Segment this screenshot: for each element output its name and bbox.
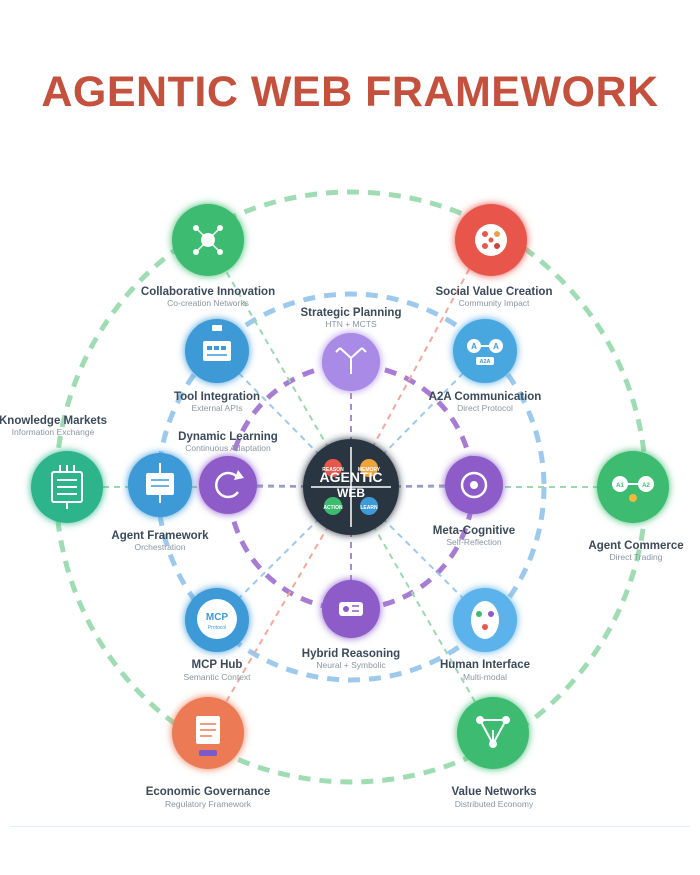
action-dot <box>324 497 342 515</box>
agent-exchange-icon: A A A2A <box>467 339 503 365</box>
sub-social-value-creation: Community Impact <box>459 298 530 308</box>
sub-a2a-communication: Direct Protocol <box>457 403 513 413</box>
a2a-badge: A2A <box>479 359 490 365</box>
target-ring-icon <box>460 471 488 499</box>
label-collaborative-innovation: Collaborative Innovation <box>141 286 275 298</box>
mcp-icon-sub: Protocol <box>208 625 226 631</box>
label-meta-cognitive: Meta-Cognitive <box>433 525 515 537</box>
sub-agent-framework: Orchestration <box>134 542 185 552</box>
label-hybrid-reasoning: Hybrid Reasoning <box>302 648 400 660</box>
label-a2a-communication: A2A Communication <box>429 391 542 403</box>
center-agentic-web: REASON MEMORY ACTION LEARN AGENTIC WEB <box>303 439 399 535</box>
label-strategic-planning: Strategic Planning <box>301 307 402 319</box>
label-value-networks: Value Networks <box>451 786 536 798</box>
node-collaborative-innovation: Collaborative Innovation Co-creation Net… <box>141 204 275 308</box>
center-title-line1: AGENTIC <box>320 469 383 485</box>
node-social-value-creation: Social Value Creation Community Impact <box>436 204 553 308</box>
agent-a-left: A <box>471 342 477 351</box>
agent-a-right: A <box>493 342 499 351</box>
ledger-document-icon <box>51 465 83 509</box>
node-knowledge-markets: Knowledge Markets Information Exchange <box>0 415 107 523</box>
sub-human-interface: Multi-modal <box>463 672 507 682</box>
sub-meta-cognitive: Self-Reflection <box>446 537 502 547</box>
sub-strategic-planning: HTN + MCTS <box>325 319 377 329</box>
tree-branch-icon <box>335 347 367 374</box>
learn-dot <box>360 497 378 515</box>
memory-label: MEMORY <box>358 467 381 473</box>
sub-dynamic-learning: Continuous Adaptation <box>185 443 271 453</box>
sub-economic-governance: Regulatory Framework <box>165 799 252 809</box>
node-economic-governance: Economic Governance Regulatory Framework <box>146 697 271 809</box>
node-agent-commerce: A1 A2 Agent Commerce Direct Trading <box>588 451 684 562</box>
node-human-interface: Human Interface Multi-modal <box>440 588 530 682</box>
community-circle-icon <box>475 224 507 256</box>
value-graph-icon <box>476 716 510 748</box>
label-social-value-creation: Social Value Creation <box>436 286 553 298</box>
brain-chip-icon <box>339 602 363 616</box>
learn-label: LEARN <box>360 505 378 511</box>
agent-a1-tag: A1 <box>616 483 624 489</box>
action-label: ACTION <box>323 505 343 511</box>
sub-hybrid-reasoning: Neural + Symbolic <box>316 660 386 670</box>
document-icon <box>196 716 220 756</box>
sub-agent-commerce: Direct Trading <box>610 552 663 562</box>
page-title: AGENTIC WEB FRAMEWORK <box>41 68 659 116</box>
label-tool-integration: Tool Integration <box>174 391 260 403</box>
node-tool-integration: Tool Integration External APIs <box>174 319 260 413</box>
agent-a2-tag: A2 <box>642 483 650 489</box>
sub-mcp-hub: Semantic Context <box>183 672 251 682</box>
node-meta-cognitive: Meta-Cognitive Self-Reflection <box>433 456 515 547</box>
label-agent-commerce: Agent Commerce <box>588 540 683 552</box>
label-economic-governance: Economic Governance <box>146 786 271 798</box>
node-value-networks: Value Networks Distributed Economy <box>451 697 537 809</box>
bottom-divider <box>10 826 690 827</box>
sub-collaborative-innovation: Co-creation Networks <box>167 298 249 308</box>
label-knowledge-markets: Knowledge Markets <box>0 415 107 427</box>
reason-label: REASON <box>322 467 344 473</box>
label-human-interface: Human Interface <box>440 659 530 671</box>
sub-value-networks: Distributed Economy <box>455 799 534 809</box>
memory-dot <box>360 459 378 477</box>
face-icon <box>471 601 499 639</box>
trade-link-icon: A1 A2 <box>612 476 654 502</box>
label-mcp-hub: MCP Hub <box>192 659 243 671</box>
node-dynamic-learning: Dynamic Learning Continuous Adaptation <box>178 431 278 514</box>
center-title-line2: WEB <box>337 486 365 500</box>
mcp-icon-text: MCP <box>206 612 229 623</box>
cycle-arrow-icon <box>215 470 244 499</box>
protocol-icon: MCP Protocol <box>197 599 237 639</box>
label-dynamic-learning: Dynamic Learning <box>178 431 278 443</box>
framework-chip-icon <box>146 463 174 503</box>
network-nodes-icon <box>193 225 223 255</box>
node-hybrid-reasoning: Hybrid Reasoning Neural + Symbolic <box>302 580 400 670</box>
label-agent-framework: Agent Framework <box>111 530 209 542</box>
node-agent-framework: Agent Framework Orchestration <box>111 453 209 552</box>
api-console-icon <box>203 325 231 361</box>
sub-knowledge-markets: Information Exchange <box>12 427 95 437</box>
reason-dot <box>324 459 342 477</box>
node-a2a-communication: A A A2A A2A Communication Direct Protoco… <box>429 319 542 413</box>
sub-tool-integration: External APIs <box>191 403 242 413</box>
node-strategic-planning: Strategic Planning HTN + MCTS <box>301 307 402 391</box>
node-mcp-hub: MCP Protocol MCP Hub Semantic Context <box>183 588 251 682</box>
